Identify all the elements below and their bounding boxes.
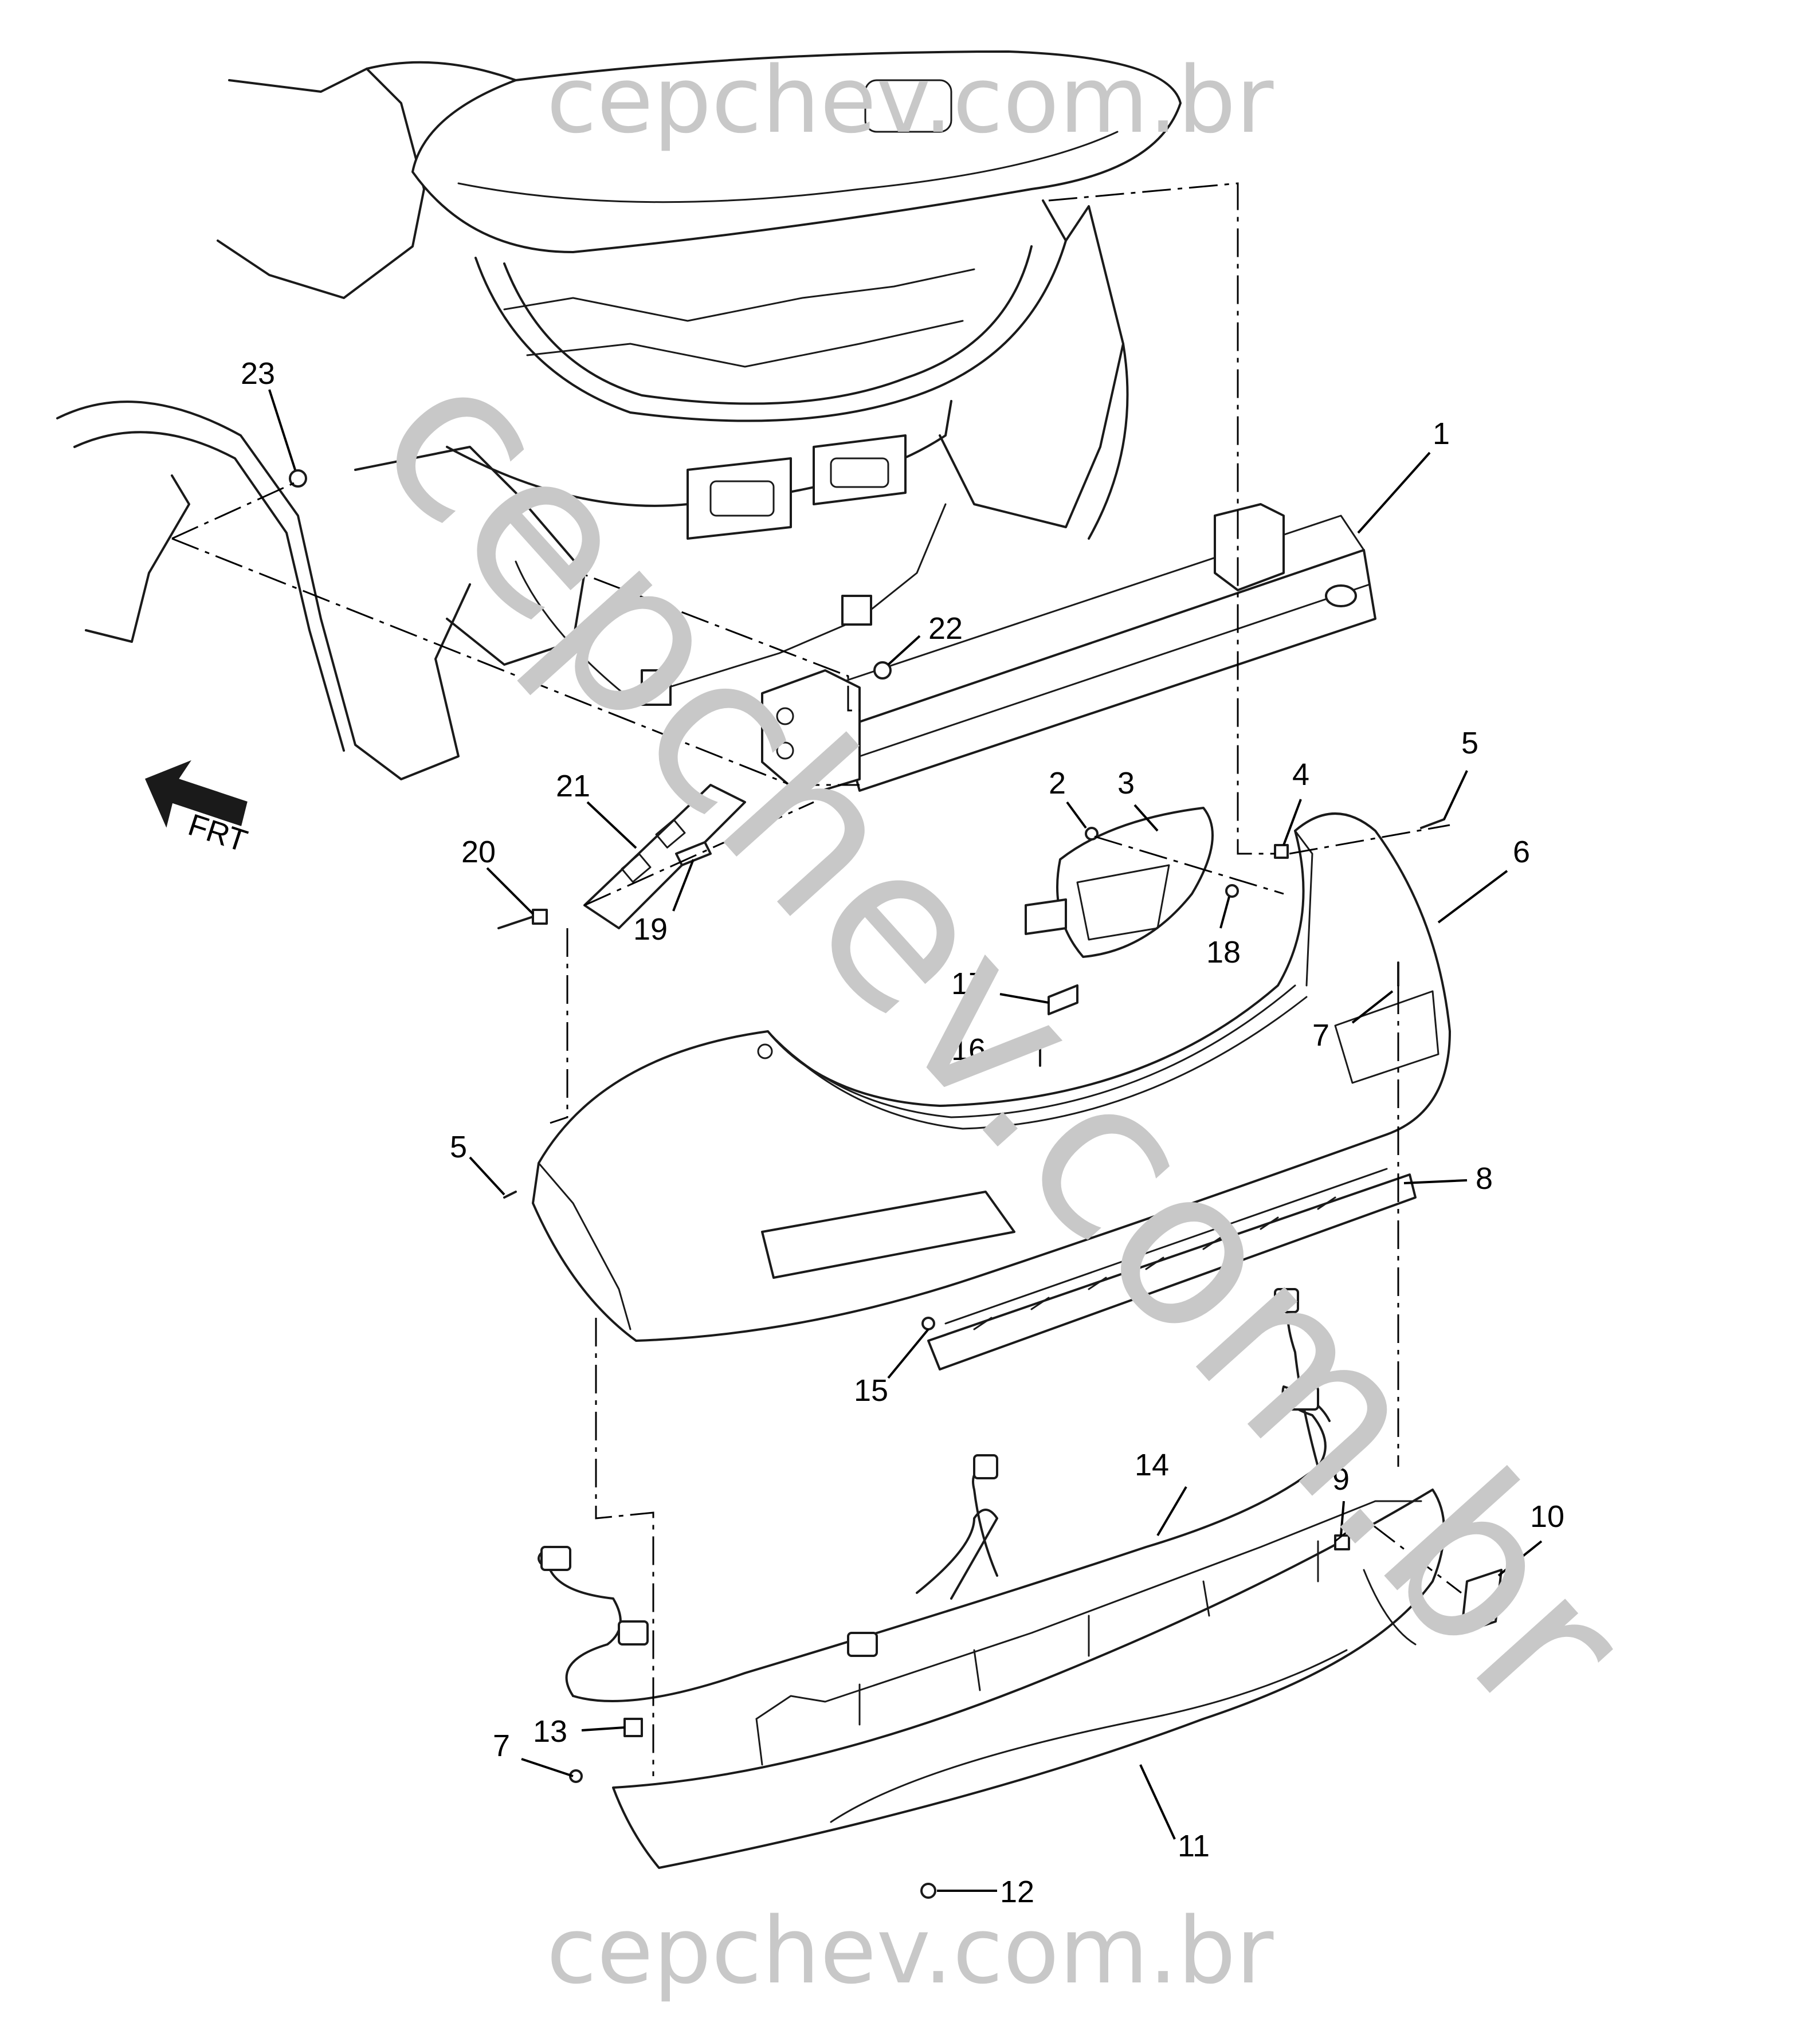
part-cover-plate [1460,1569,1503,1634]
part-clip-9 [1334,1534,1350,1550]
watermark-top: cepchev.com.br [547,46,1274,154]
fastener-4 [1274,844,1289,859]
callout-7-lower: 7 [493,1729,510,1763]
callout-13: 13 [533,1714,567,1749]
callout-6: 6 [1513,835,1530,869]
callout-20: 20 [461,835,496,869]
callout-11: 11 [1178,1829,1210,1863]
part-bracket [583,784,746,929]
callout-15: 15 [854,1373,888,1408]
part-wiring-harness [538,1288,1331,1702]
callout-10: 10 [1530,1499,1564,1534]
part-lamp [1025,807,1214,958]
callout-22: 22 [928,611,963,646]
alignment-lines [171,182,1462,1776]
callout-9: 9 [1332,1462,1350,1497]
callout-18: 18 [1206,935,1241,969]
part-molding [927,1168,1417,1371]
callout-8: 8 [1476,1161,1493,1196]
leader-lines [268,389,1543,1892]
callout-7-upper: 7 [1312,1018,1329,1053]
arrow-icon [145,760,248,828]
callout-4: 4 [1292,757,1309,792]
part-bolt [497,909,548,929]
fastener-5-left [503,1191,517,1199]
callout-5-right: 5 [1461,726,1478,760]
callout-23: 23 [241,356,275,391]
callout-2: 2 [1049,766,1066,800]
part-impact-bar [761,503,1376,798]
fastener-15 [921,1317,935,1330]
callout-17: 17 [951,967,986,1001]
callout-5-left: 5 [450,1130,467,1164]
callout-14: 14 [1135,1448,1169,1482]
callout-19: 19 [633,912,668,947]
front-direction-indicator: FRT [145,760,252,859]
callout-12: 12 [1000,1875,1034,1909]
vehicle-rear-body [56,50,1182,780]
callout-21: 21 [556,769,590,803]
callout-labels: 1 2 3 4 5 6 7 8 9 10 11 12 13 14 15 16 1… [241,356,1564,1909]
part-lower-fascia [612,1489,1445,1869]
fastener-18 [1225,884,1239,898]
fastener-17 [1048,984,1078,1015]
part-fascia [532,812,1451,1342]
callout-1: 1 [1433,417,1450,451]
fastener-12 [920,1883,936,1899]
watermark-diagonal: cepchev.com.br [330,312,1675,1766]
fastener-22 [873,661,892,680]
part-clip-13 [623,1718,643,1737]
callout-3: 3 [1117,766,1135,800]
watermark-bottom: cepchev.com.br [547,1897,1274,2004]
callout-16: 16 [951,1032,986,1067]
fastener-23 [289,469,307,488]
fastener-5-right [1420,818,1445,829]
